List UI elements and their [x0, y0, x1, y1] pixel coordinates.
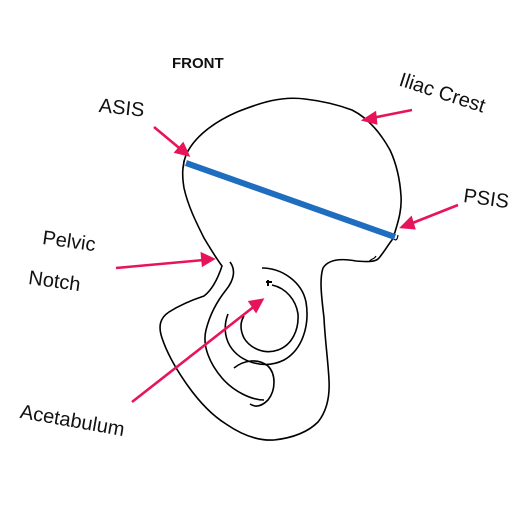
psis-arrowhead — [399, 215, 416, 230]
asis-label: ASIS — [97, 95, 146, 122]
iliac-crest-arrow — [371, 108, 413, 120]
asis-psis-line — [184, 160, 397, 240]
iliac-crest-arrowhead — [360, 110, 378, 125]
front-label: FRONT — [172, 55, 224, 72]
ischium-contour — [204, 261, 265, 401]
acetabulum-rim — [224, 267, 308, 366]
obturator-contour — [233, 360, 275, 407]
acetabulum-socket — [240, 284, 299, 353]
pelvic-notch-arrow — [115, 258, 205, 270]
acetabulum-arrowhead — [247, 298, 265, 314]
asis-arrowhead — [173, 141, 191, 157]
psis-arrow — [409, 203, 459, 226]
pelvis-outline — [159, 97, 402, 441]
small-notch-detail — [266, 280, 272, 286]
arrows — [115, 108, 459, 404]
pelvic-notch-arrowhead — [200, 251, 216, 268]
acetabulum-arrow — [131, 303, 257, 404]
